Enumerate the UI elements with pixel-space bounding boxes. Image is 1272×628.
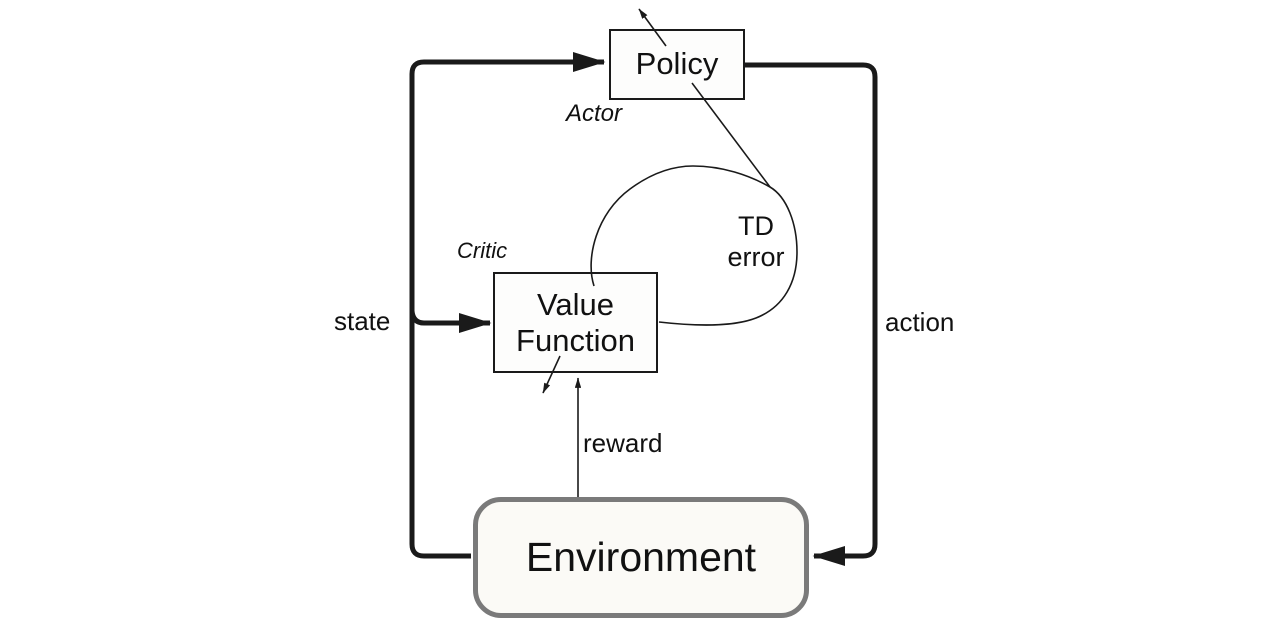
value-function-label-line1: Value (537, 286, 614, 322)
policy-node (609, 29, 745, 100)
reward-edge-label: reward (583, 428, 663, 458)
actor-annotation: Actor (566, 100, 623, 127)
td-error-label: TD error (712, 211, 800, 273)
td-error-label-line2: error (727, 242, 785, 272)
value-function-label: Value Function (493, 272, 658, 373)
action-edge-label: action (885, 307, 955, 337)
environment-label: Environment (525, 533, 757, 580)
value-function-label-line2: Function (516, 322, 635, 358)
critic-annotation: Critic (457, 238, 508, 263)
td-error-label-line1: TD (738, 211, 774, 241)
state-edge-label: state (334, 306, 391, 336)
state-to-value-function-arrow (409, 310, 492, 333)
policy-label: Policy (635, 46, 719, 82)
action-to-environment-arrow (745, 62, 878, 566)
